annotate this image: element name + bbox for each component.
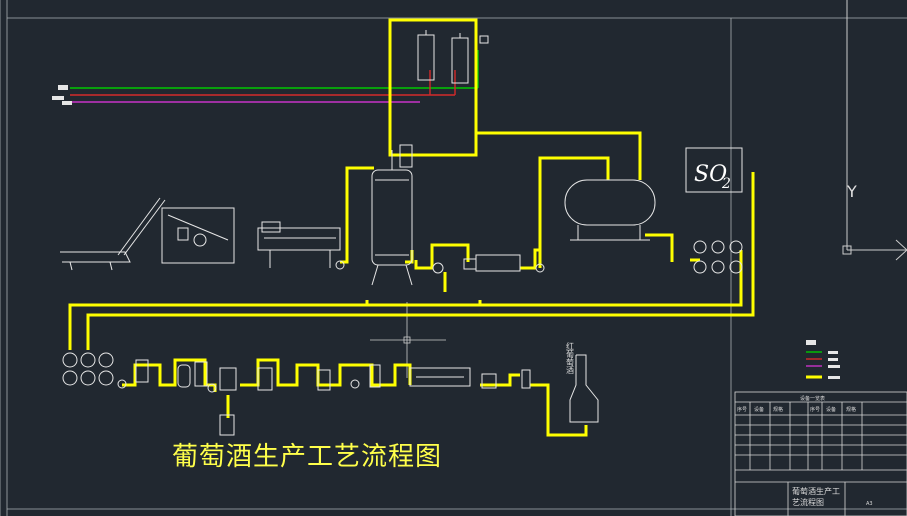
red-wine-tank-label: 红葡萄酒	[566, 341, 575, 375]
drawing-title: 葡萄酒生产工艺流程图	[172, 442, 443, 472]
ucs-y-label: Y	[846, 182, 857, 201]
title-block-col-spec-2: 规格	[846, 406, 856, 413]
title-block	[734, 391, 907, 516]
title-block-sheet-title-2: 艺流程图	[792, 497, 824, 507]
title-block-header: 设备一览表	[800, 395, 825, 402]
title-block-scale: A3	[866, 501, 873, 507]
so2-label: SO	[694, 162, 727, 187]
title-block-col-no-2: 序号	[810, 406, 820, 413]
ucs-icon	[842, 0, 907, 261]
title-block-text: 设备一览表 序号 设备 规格 序号 设备 规格 葡萄酒生产工 艺流程图 A3	[737, 395, 873, 507]
title-block-col-equip: 设备	[754, 406, 764, 413]
utility-line-tags	[52, 85, 72, 105]
pipe-legend	[806, 340, 840, 379]
title-block-col-no: 序号	[737, 406, 747, 413]
equipment-layer	[60, 30, 743, 436]
title-block-col-equip-2: 设备	[826, 406, 836, 413]
title-block-sheet-title-1: 葡萄酒生产工	[792, 486, 840, 496]
so2-subscript: 2	[721, 176, 731, 192]
so2-dosing-box	[685, 147, 743, 193]
title-block-col-spec: 规格	[773, 406, 783, 413]
process-pipe-network	[68, 18, 755, 437]
